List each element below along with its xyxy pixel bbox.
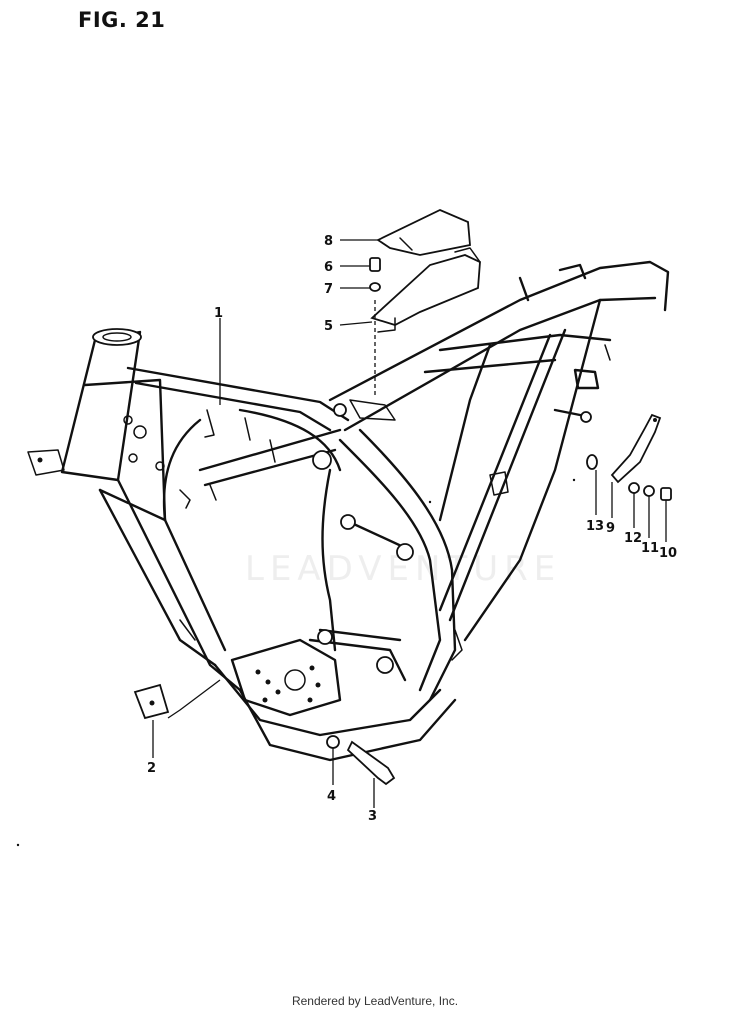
callout-13: 13 xyxy=(586,519,604,534)
nut-part-4 xyxy=(326,735,340,749)
callout-12: 12 xyxy=(624,531,642,546)
callout-8: 8 xyxy=(324,234,333,249)
washer-part-11 xyxy=(643,485,655,497)
callout-10: 10 xyxy=(659,546,677,561)
callout-5: 5 xyxy=(324,319,333,334)
callout-11: 11 xyxy=(641,541,659,556)
callout-1: 1 xyxy=(214,306,223,321)
figure-title: FIG. 21 xyxy=(78,8,166,32)
seat-bracket-assembly xyxy=(369,209,481,395)
bolt-part-6 xyxy=(369,257,381,272)
stay-part-9 xyxy=(610,413,662,484)
callout-2: 2 xyxy=(147,761,156,776)
footer-credit: Rendered by LeadVenture, Inc. xyxy=(291,994,459,1008)
side-stay-assembly xyxy=(586,413,672,501)
callout-3: 3 xyxy=(368,809,377,824)
seat-bracket-part-5 xyxy=(370,254,481,326)
bolt-part-10 xyxy=(660,487,672,501)
leader-lines xyxy=(152,239,667,808)
bolt-part-3 xyxy=(346,740,396,786)
callout-9: 9 xyxy=(606,521,615,536)
callout-6: 6 xyxy=(324,260,333,275)
lower-parts xyxy=(133,679,396,786)
callout-labels: 1 2 3 4 5 6 7 8 9 10 11 12 13 xyxy=(147,234,677,824)
washer-part-7 xyxy=(369,282,381,292)
washer-part-12 xyxy=(628,482,640,494)
cover-plate-part-8 xyxy=(376,209,471,256)
callout-7: 7 xyxy=(324,282,333,297)
callout-4: 4 xyxy=(327,789,336,804)
frame-body xyxy=(27,260,670,762)
clip-part-13 xyxy=(586,454,598,470)
